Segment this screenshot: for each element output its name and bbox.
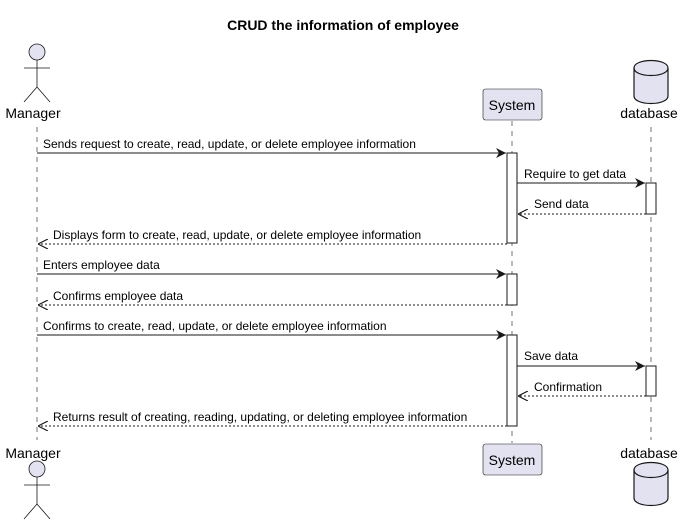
participant-label-database-bottom: database (620, 445, 678, 461)
participant-box-system-bottom (482, 443, 543, 476)
database-icon (633, 59, 669, 105)
actor-body (23, 477, 51, 520)
message-label-5: Enters employee data (43, 258, 160, 272)
database-icon (633, 461, 669, 507)
message-label-10: Returns result of creating, reading, upd… (53, 410, 467, 424)
participant-box-system-top (482, 88, 543, 121)
message-label-7: Confirms to create, read, update, or del… (43, 319, 387, 333)
message-label-2: Require to get data (524, 167, 626, 181)
participant-label-database-top: database (620, 105, 678, 121)
actor-icon (28, 43, 46, 61)
activation-database-1 (645, 182, 657, 215)
activation-system-3 (506, 334, 518, 427)
participant-label-manager-bottom: Manager (5, 445, 61, 461)
actor-manager-bottom (23, 460, 51, 520)
activation-system-2 (506, 273, 518, 306)
message-label-1: Sends request to create, read, update, o… (43, 137, 416, 151)
activation-system-1 (506, 152, 518, 244)
diagram-title: CRUD the information of employee (227, 17, 459, 33)
participant-label-system-top: System (489, 97, 536, 113)
message-label-3: Send data (534, 197, 589, 211)
actor-icon (28, 460, 46, 478)
message-label-6: Confirms employee data (53, 289, 183, 303)
actor-manager-top (23, 43, 51, 103)
message-label-4: Displays form to create, read, update, o… (53, 228, 421, 242)
participant-label-manager-top: Manager (5, 105, 61, 121)
participant-label-system-bottom: System (489, 452, 536, 468)
message-label-9: Confirmation (534, 380, 602, 394)
actor-body (23, 60, 51, 103)
message-label-8: Save data (524, 349, 578, 363)
activation-database-2 (645, 365, 657, 397)
